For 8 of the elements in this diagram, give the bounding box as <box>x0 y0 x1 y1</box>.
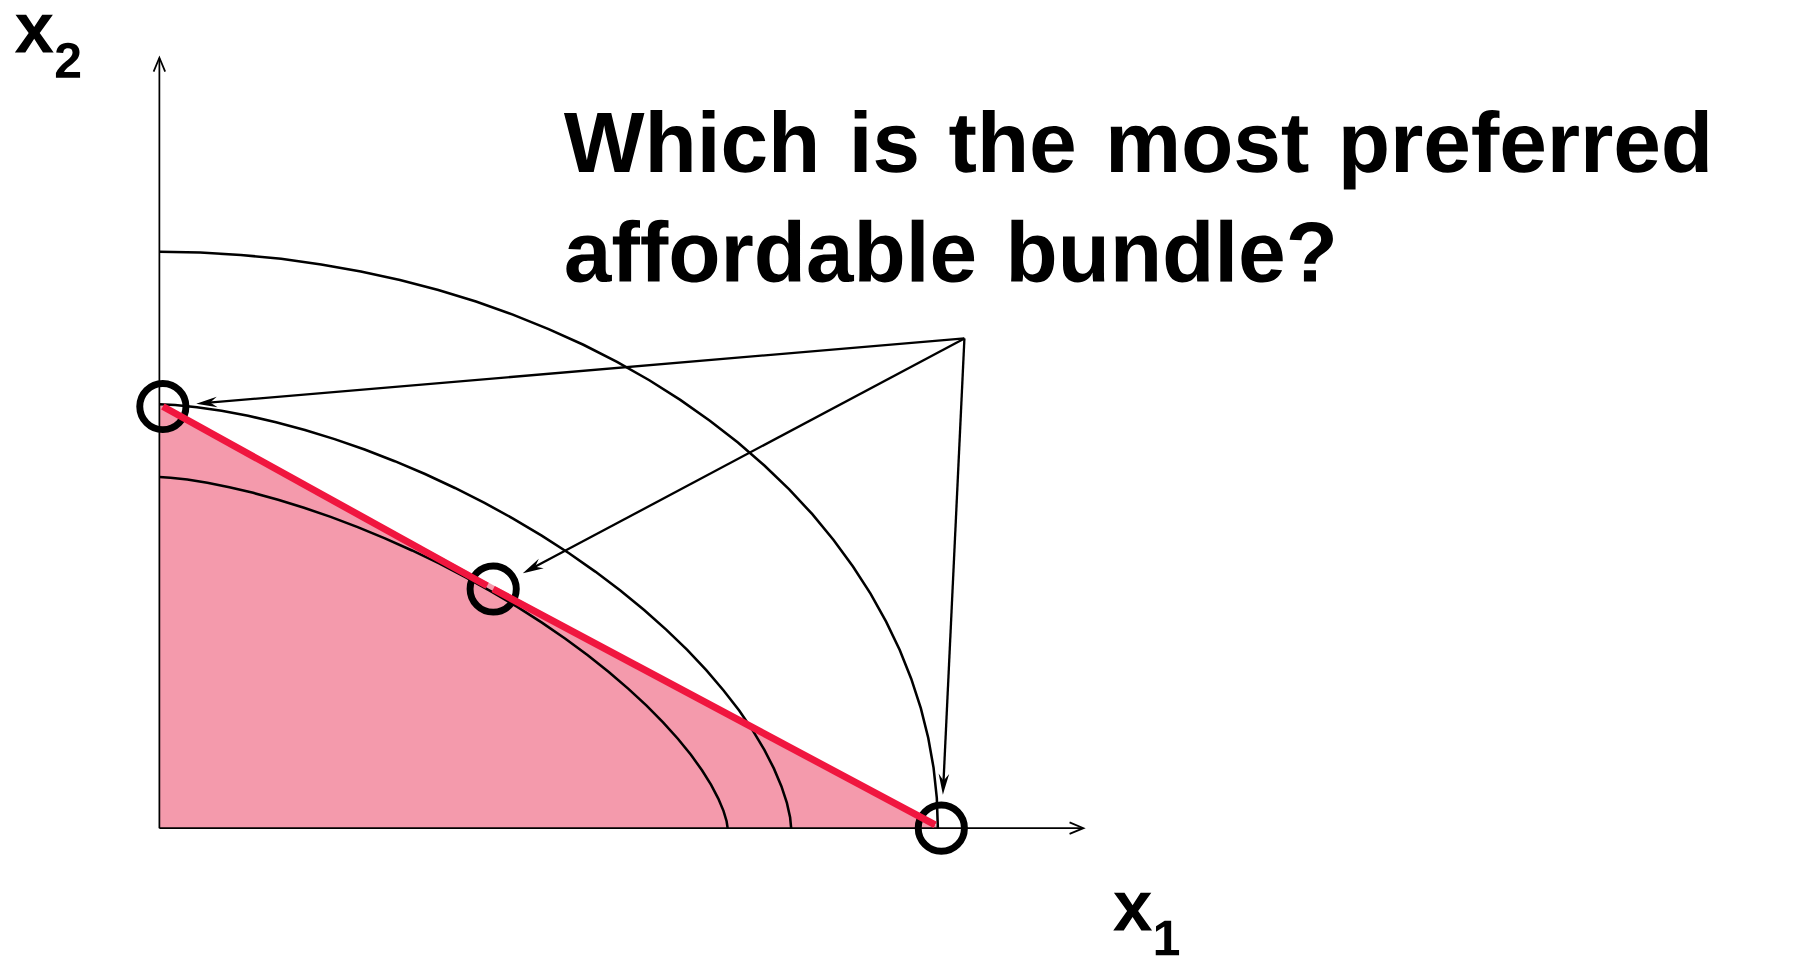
question-text: Which is the most preferred affordable bundle? <box>563 110 1708 283</box>
axis-label: x$_{2}$ <box>14 14 81 78</box>
bundle-circle <box>136 380 190 434</box>
budget-line <box>161 403 489 589</box>
budget-line <box>491 586 937 829</box>
axis-label: x$_{1}$ <box>1113 893 1180 956</box>
bundle-circle <box>914 801 968 855</box>
bundle-circle <box>466 562 520 616</box>
